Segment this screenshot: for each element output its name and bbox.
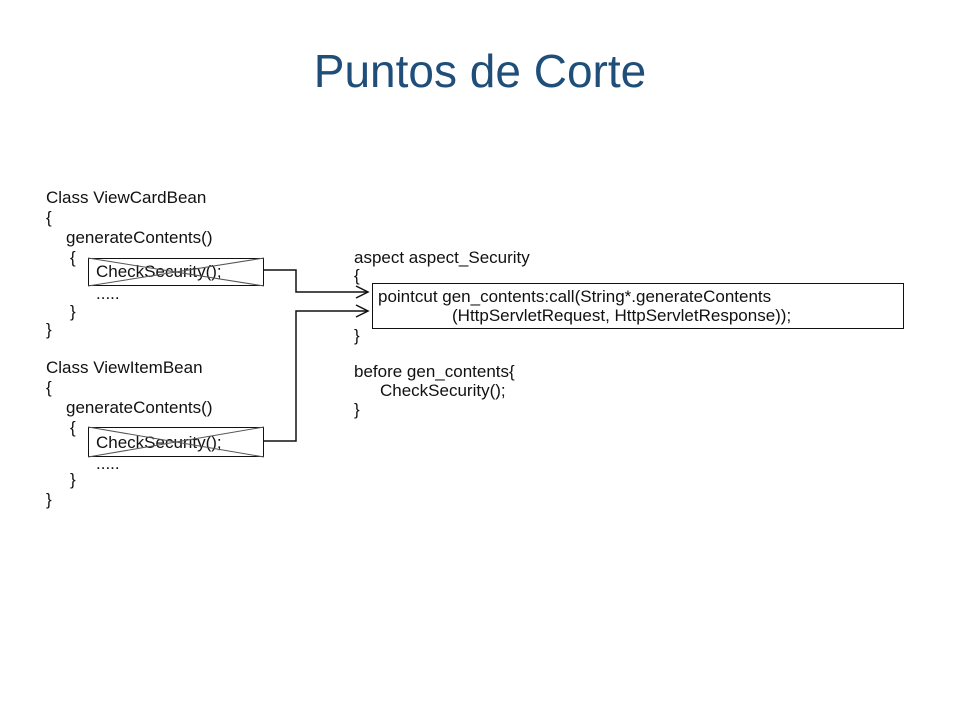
pointcut-box: [372, 283, 904, 329]
brace-open: {: [354, 266, 360, 285]
brace-open: {: [70, 418, 76, 437]
arrowhead: [355, 304, 370, 318]
brace-open: {: [46, 378, 52, 397]
before-advice-line: before gen_contents{: [354, 362, 515, 381]
page-title: Puntos de Corte: [313, 45, 647, 97]
class-viewcardbean-line: Class ViewCardBean: [46, 188, 207, 207]
brace-close: }: [354, 400, 360, 419]
aspect-header-line: aspect aspect_Security: [354, 248, 530, 267]
checksecurity-call: CheckSecurity();: [96, 262, 222, 281]
pointcut-line-1: pointcut gen_contents:call(String*.gener…: [378, 287, 772, 306]
method-generatecontents-line: generateContents(): [66, 398, 213, 417]
brace-close: }: [46, 320, 52, 339]
connector-arrow-bottom: [264, 310, 368, 442]
connector-arrow-top: [264, 269, 368, 293]
method-generatecontents-line: generateContents(): [66, 228, 213, 247]
ellipsis-dots: .....: [96, 284, 120, 303]
ellipsis-dots: .....: [96, 454, 120, 473]
pointcut-line-2: (HttpServletRequest, HttpServletResponse…: [452, 306, 792, 325]
brace-open: {: [70, 248, 76, 267]
arrowhead: [355, 285, 370, 299]
advice-call-line: CheckSecurity();: [380, 381, 506, 400]
brace-close: }: [354, 326, 360, 345]
brace-open: {: [46, 208, 52, 227]
brace-close: }: [70, 470, 76, 489]
brace-close: }: [70, 302, 76, 321]
class-viewitembean-line: Class ViewItemBean: [46, 358, 203, 377]
brace-close: }: [46, 490, 52, 509]
checksecurity-call: CheckSecurity();: [96, 433, 222, 452]
